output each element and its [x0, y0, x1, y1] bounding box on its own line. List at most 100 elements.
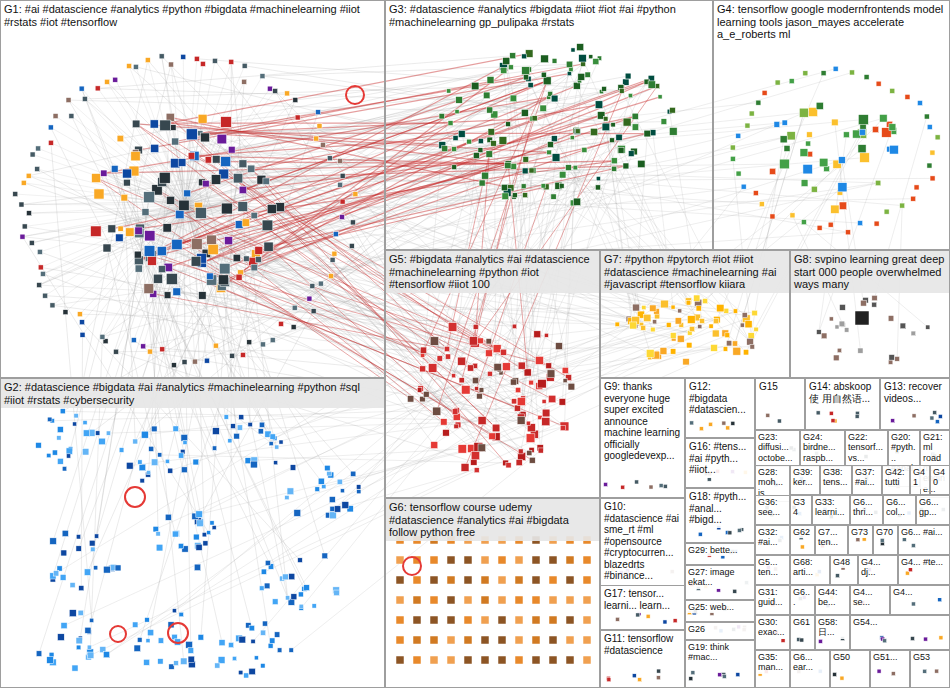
group-label: G16: #tens... #ai #pyth... #iiot...	[686, 439, 754, 478]
vertex-image	[48, 140, 53, 145]
vertex-image	[464, 596, 472, 604]
vertex-image	[103, 244, 111, 252]
vertex-image	[452, 374, 456, 378]
vertex-image	[225, 237, 233, 245]
vertex-image	[756, 100, 761, 105]
vertex-image	[60, 574, 66, 580]
vertex-image	[144, 284, 154, 294]
vertex-image	[184, 190, 191, 197]
vertex-image	[911, 602, 915, 606]
group-panel: G37: #ai...	[852, 465, 882, 495]
vertex-image	[210, 521, 214, 525]
network-edge	[43, 205, 185, 274]
vertex-image	[142, 209, 149, 216]
vertex-image	[872, 302, 877, 307]
vertex-image	[603, 117, 608, 122]
group-label: G6... col...	[884, 496, 915, 519]
vertex-image	[244, 673, 249, 678]
self-loop	[110, 626, 126, 642]
vertex-image	[698, 325, 702, 329]
vertex-image	[548, 395, 555, 402]
vertex-image	[566, 556, 574, 564]
vertex-image	[126, 228, 134, 236]
vertex-image	[40, 271, 45, 276]
vertex-image	[522, 54, 527, 59]
vertex-image	[420, 366, 426, 372]
network-edge	[39, 205, 185, 285]
vertex-image	[579, 54, 587, 62]
vertex-image	[489, 433, 496, 440]
vertex-image	[927, 125, 932, 130]
vertex-image	[139, 464, 146, 471]
vertex-image	[488, 129, 495, 136]
vertex-image	[481, 556, 489, 564]
vertex-image	[819, 158, 827, 166]
vertex-image	[578, 73, 585, 80]
vertex-image	[829, 317, 833, 321]
vertex-image	[264, 583, 270, 589]
vertex-image	[275, 203, 284, 212]
vertex-image	[474, 468, 479, 473]
group-label: G53	[911, 651, 949, 663]
vertex-image	[748, 333, 754, 339]
vertex-image	[541, 72, 546, 77]
vertex-image	[589, 55, 593, 59]
vertex-image	[625, 73, 631, 79]
vertex-image	[730, 156, 735, 161]
vertex-image	[260, 342, 265, 347]
vertex-image	[337, 479, 342, 484]
vertex-image	[82, 449, 89, 456]
vertex-image	[150, 120, 158, 128]
vertex-image	[683, 359, 689, 365]
vertex-image	[121, 194, 128, 201]
vertex-image	[549, 636, 557, 644]
vertex-image	[615, 322, 619, 326]
group-label: G40	[931, 466, 949, 489]
vertex-image	[94, 189, 104, 199]
vertex-image	[840, 676, 844, 680]
network-edge	[175, 131, 578, 163]
vertex-image	[37, 249, 42, 254]
vertex-image	[66, 448, 72, 454]
vertex-image	[839, 202, 847, 210]
vertex-image	[733, 347, 741, 355]
vertex-image	[320, 142, 325, 147]
vertex-image	[458, 357, 466, 365]
vertex-image	[644, 314, 651, 321]
vertex-image	[512, 324, 516, 328]
vertex-image	[38, 265, 43, 270]
vertex-image	[275, 445, 279, 449]
vertex-image	[538, 379, 546, 387]
vertex-image	[212, 156, 220, 164]
vertex-image	[741, 184, 746, 189]
vertex-image	[528, 83, 533, 88]
vertex-image	[477, 393, 483, 399]
vertex-image	[883, 639, 887, 643]
vertex-image	[289, 573, 295, 579]
vertex-image	[178, 543, 183, 548]
vertex-image	[511, 399, 516, 404]
vertex-image	[552, 154, 560, 162]
group-panel: G73	[848, 525, 873, 555]
vertex-image	[638, 160, 645, 167]
vertex-image	[713, 318, 718, 323]
vertex-image	[274, 632, 279, 637]
vertex-image	[90, 618, 94, 622]
vertex-image	[876, 81, 881, 86]
vertex-image	[135, 227, 142, 234]
vertex-image	[247, 340, 252, 345]
group-panel: G35: man...	[755, 650, 790, 688]
network-edge	[200, 119, 532, 134]
vertex-image	[423, 391, 429, 397]
vertex-image	[73, 422, 77, 426]
vertex-image	[481, 636, 489, 644]
vertex-image	[491, 141, 497, 147]
vertex-image	[923, 669, 927, 673]
vertex-image	[722, 674, 726, 678]
vertex-image	[53, 114, 58, 119]
vertex-image	[99, 438, 106, 445]
vertex-image	[108, 225, 116, 233]
vertex-image	[178, 453, 183, 458]
vertex-image	[179, 200, 189, 210]
group-label: G4...	[891, 586, 949, 598]
